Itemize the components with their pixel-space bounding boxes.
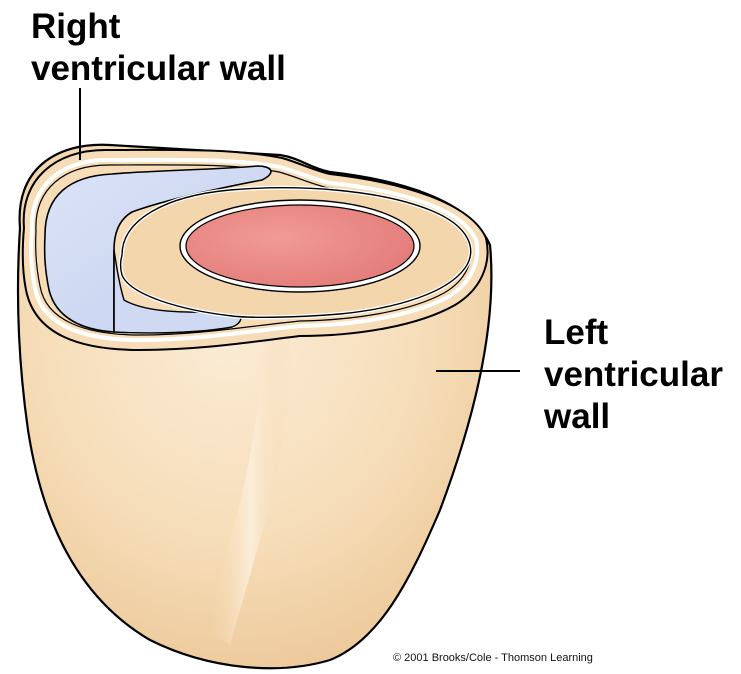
left-ventricle-cavity [186, 205, 414, 287]
left-ventricular-wall-label-line1: Left [544, 312, 723, 354]
right-ventricular-wall-label: Right ventricular wall [31, 6, 286, 90]
left-ventricular-wall-label: Left ventricular wall [544, 312, 723, 438]
right-ventricular-wall-label-line2: ventricular wall [31, 48, 286, 90]
left-ventricular-wall-label-line2: ventricular [544, 354, 723, 396]
copyright-notice: © 2001 Brooks/Cole - Thomson Learning [393, 652, 593, 664]
left-ventricular-wall-label-line3: wall [544, 396, 723, 438]
right-ventricular-wall-label-line1: Right [31, 6, 286, 48]
